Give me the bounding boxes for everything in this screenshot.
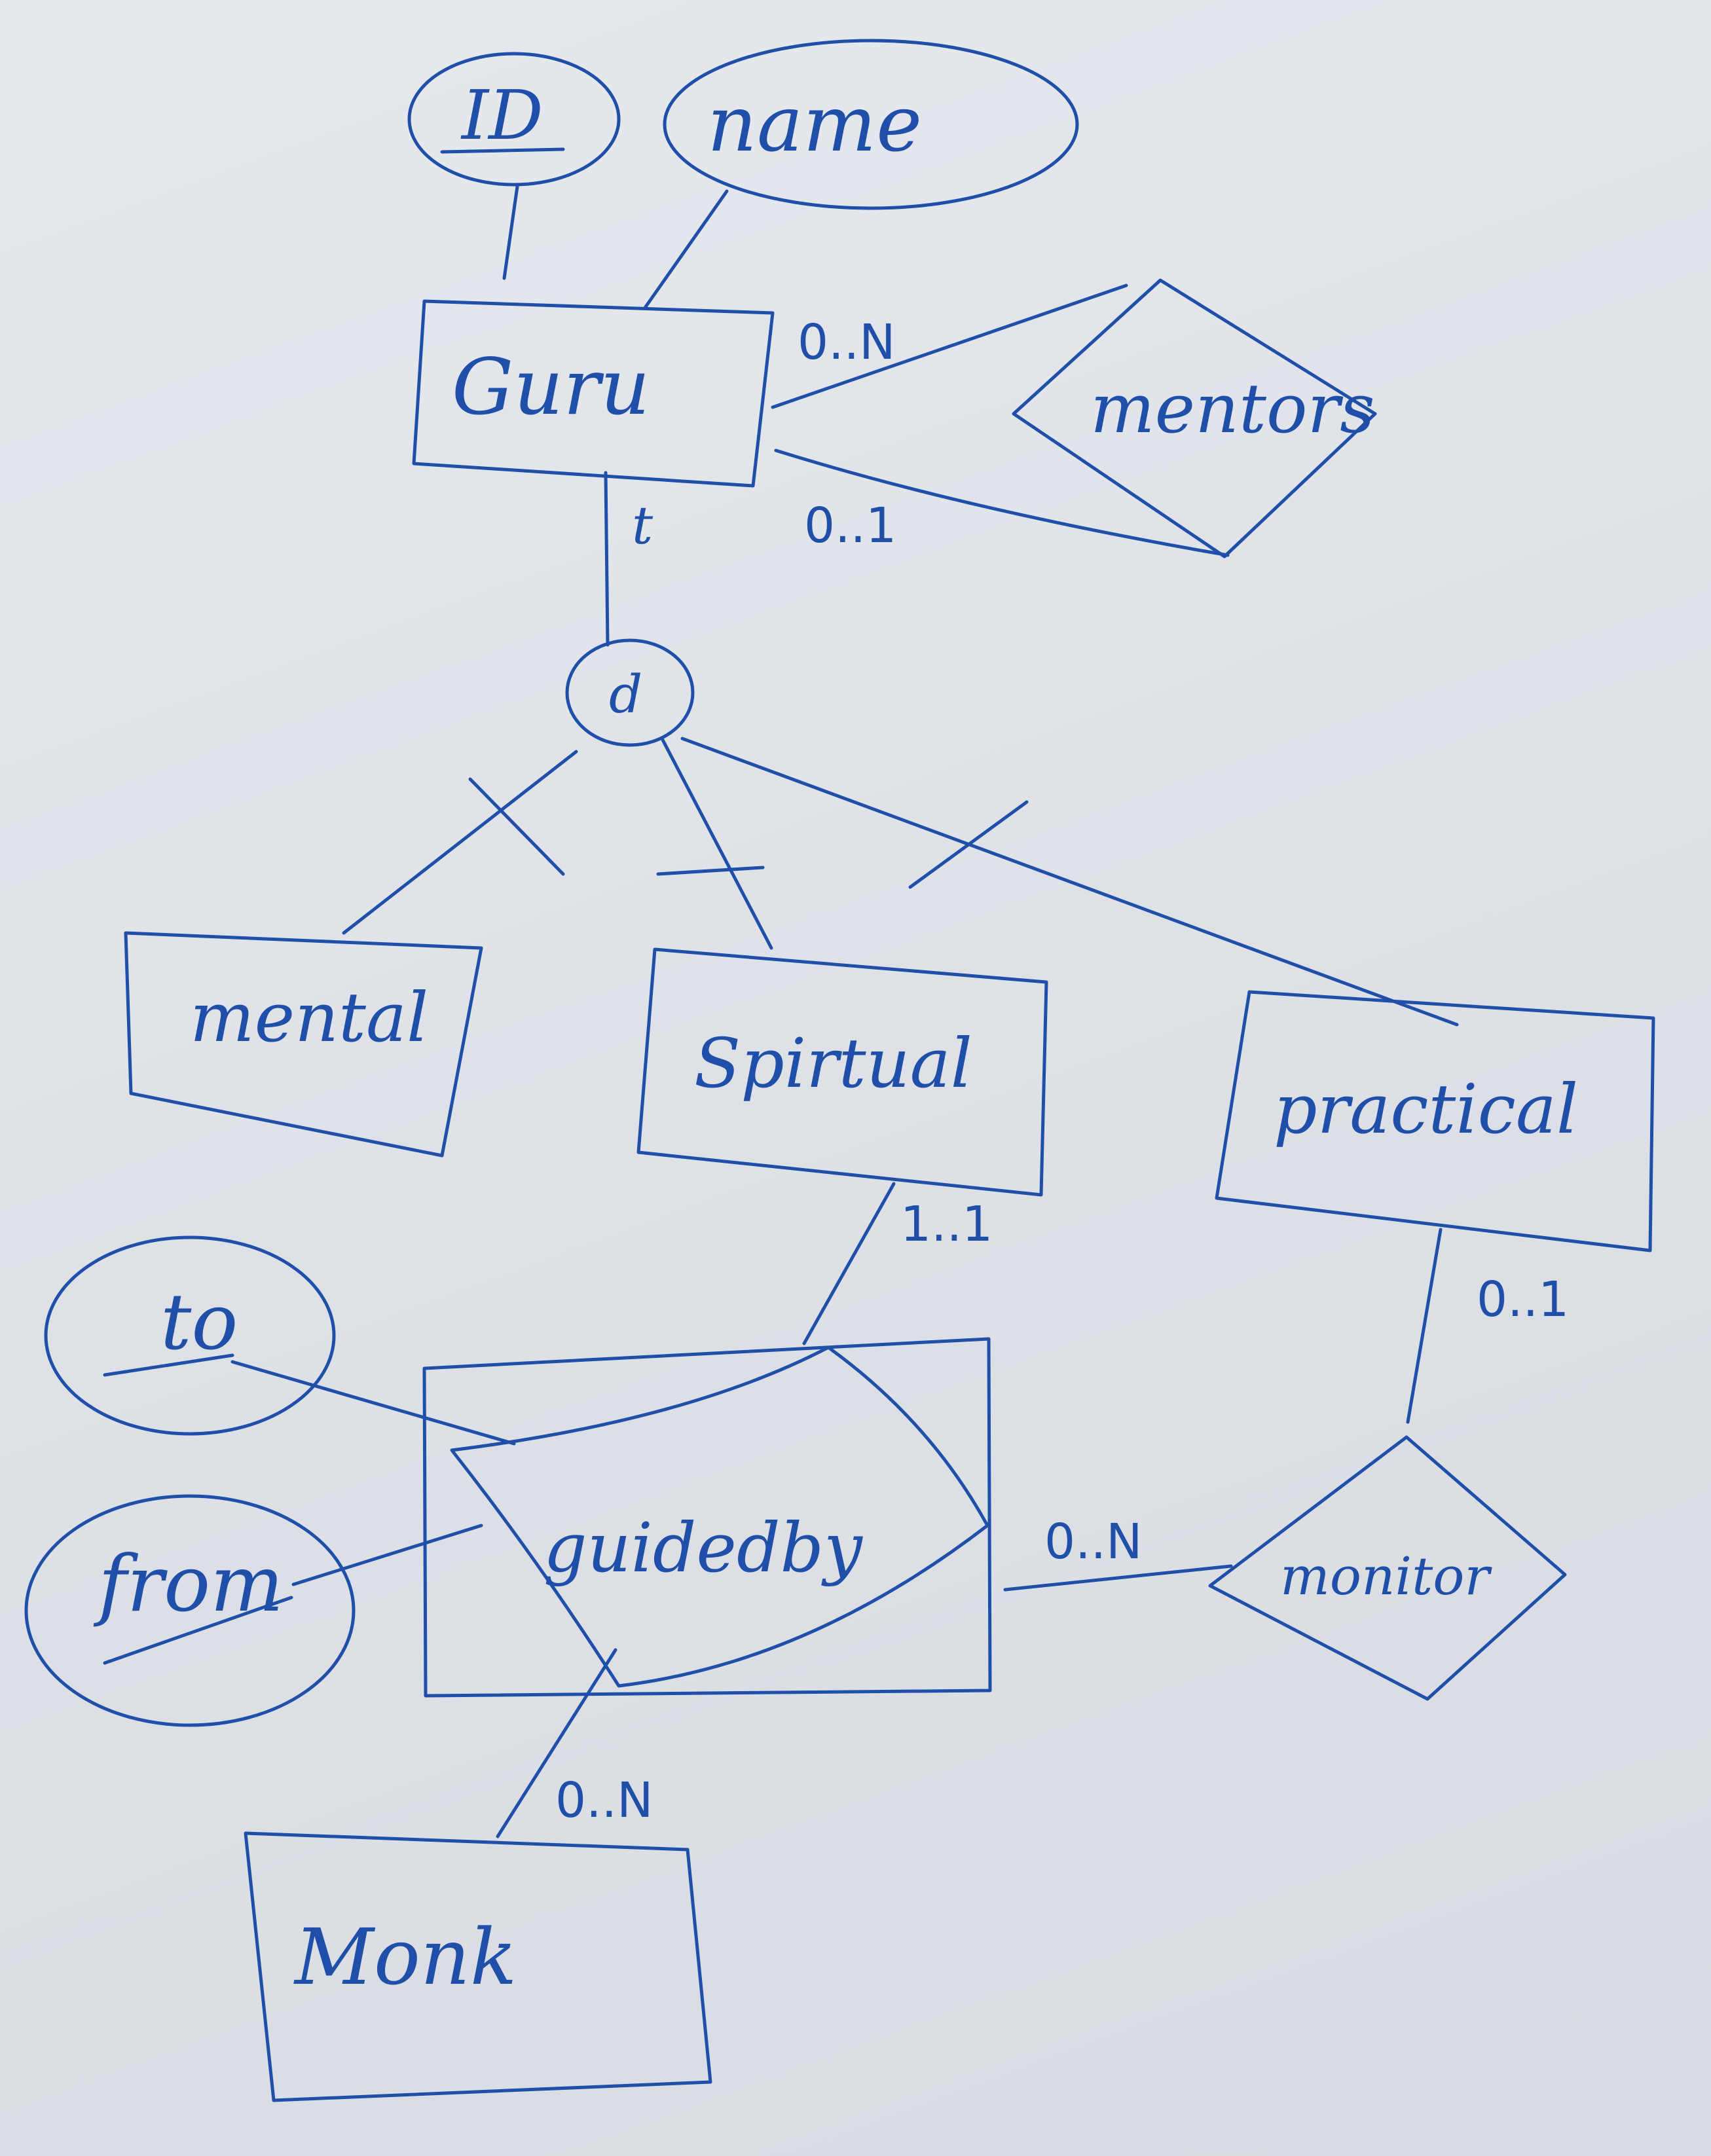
entity-mental-label: mental: [190, 978, 428, 1057]
connector-practical-monitor: [1406, 1228, 1443, 1424]
subset-mark-practical: [908, 800, 1029, 889]
relationship-guidedby-diamond: [450, 1345, 989, 1688]
card-guidedby-monk: 0..N: [555, 1772, 653, 1829]
relationship-mentors-diamond: [1012, 278, 1377, 558]
attribute-to-label: to: [160, 1277, 238, 1367]
attribute-from-underline: [103, 1596, 293, 1665]
connector-guidedby-monk: [496, 1648, 617, 1838]
entity-guru-box: [412, 299, 775, 488]
connector-spec-mental: [342, 750, 578, 935]
card-spiritual-guidedby: 1..1: [900, 1196, 993, 1252]
attribute-from-label: from: [93, 1539, 284, 1629]
connector-guidedby-monitor: [1003, 1564, 1233, 1592]
specialization-constraint-label: t: [632, 495, 653, 556]
subset-mark-spiritual: [656, 866, 765, 876]
entity-practical-label: practical: [1274, 1069, 1578, 1149]
connector-guru-mentors-top: [771, 283, 1128, 409]
attribute-to-underline: [103, 1353, 234, 1377]
subset-mark-mental: [468, 777, 565, 876]
relationship-monitor-diamond: [1208, 1435, 1567, 1701]
relationship-monitor-label: monitor: [1280, 1546, 1492, 1607]
connector-guru-specialization: [604, 471, 610, 647]
attribute-id-label: ID: [460, 75, 543, 155]
card-guidedby-monitor: 0..N: [1044, 1514, 1142, 1570]
entity-spiritual-label: Spirtual: [694, 1023, 972, 1103]
relationship-guidedby-label: guidedby: [543, 1508, 863, 1588]
card-guru-mentors-top: 0..N: [798, 314, 895, 371]
entity-monk-label: Monk: [293, 1912, 517, 2002]
connector-name-guru: [643, 189, 729, 310]
specialization-symbol-label: d: [609, 664, 642, 725]
connector-spiritual-guidedby: [802, 1182, 896, 1345]
relationship-mentors-label: mentors: [1090, 369, 1375, 448]
entity-guru-label: Guru: [452, 342, 650, 432]
attribute-name-oval: [663, 39, 1079, 210]
card-practical-monitor: 0..1: [1477, 1271, 1569, 1328]
connector-id-guru: [502, 185, 519, 280]
connector-guru-mentors-bottom: [774, 448, 1230, 557]
attribute-id-underline: [440, 147, 565, 154]
connector-spec-practical: [680, 737, 1459, 1027]
connector-from-guidedby: [291, 1524, 483, 1586]
attribute-from-oval: [24, 1494, 356, 1727]
attribute-name-label: name: [707, 79, 922, 169]
connector-spec-spiritual: [661, 738, 773, 950]
aggregation-guidedby-box: [422, 1337, 992, 1698]
specialization-circle: [565, 638, 695, 747]
attribute-id-oval: [407, 52, 621, 187]
connector-to-guidedby: [230, 1360, 516, 1446]
entity-spiritual-box: [636, 947, 1048, 1197]
entity-monk-box: [244, 1831, 712, 2102]
attribute-to-oval: [44, 1235, 336, 1436]
entity-practical-box: [1215, 990, 1655, 1252]
entity-mental-box: [124, 931, 483, 1158]
card-guru-mentors-bottom: 0..1: [804, 498, 896, 554]
